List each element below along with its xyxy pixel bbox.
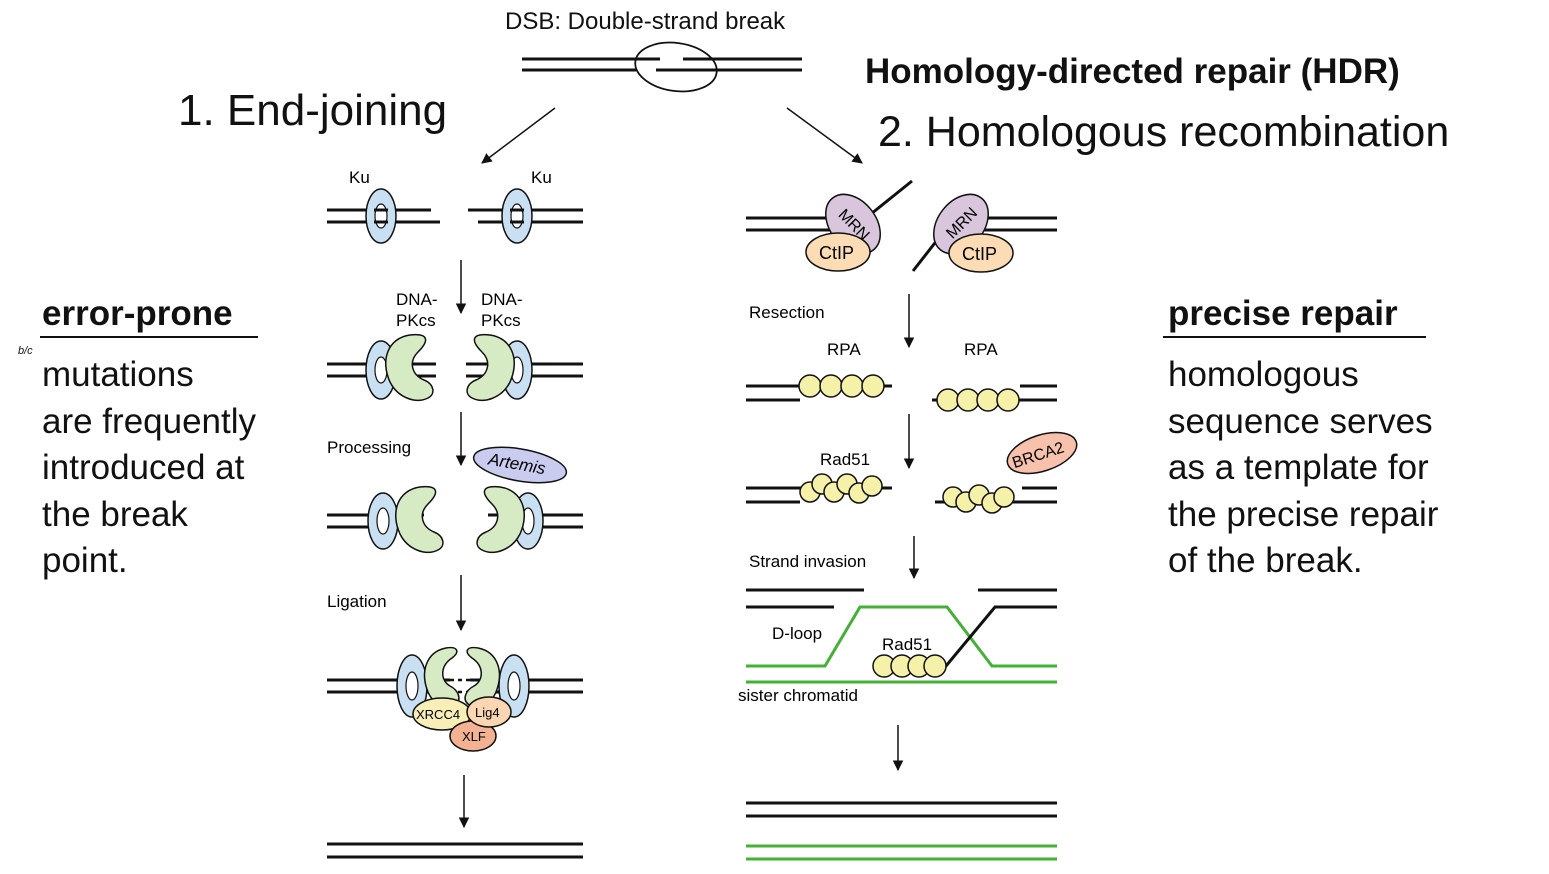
ku-label-left: Ku	[349, 168, 370, 187]
hr-step-rad51: Rad51 BRCA2	[746, 431, 1078, 514]
hr-step-mrn: MRN MRN CtIP CtIP	[746, 179, 1057, 273]
end-joining-title: 1. End-joining	[178, 86, 448, 135]
rad51-label-dloop: Rad51	[882, 635, 932, 654]
artemis-protein	[472, 446, 568, 484]
sister-chromatid-strand	[746, 605, 1057, 668]
dsb-label: DSB: Double-strand break	[505, 8, 786, 35]
ligation-label: Ligation	[327, 592, 387, 611]
lig4-protein	[466, 696, 512, 728]
error-prone-underline	[40, 336, 258, 338]
ctip-protein	[805, 232, 871, 272]
dnapkcs-label-left: DNA- PKcs	[396, 290, 442, 330]
margin-note: b/c	[18, 345, 33, 357]
ctip-protein	[948, 233, 1014, 273]
hr-repaired-dna	[746, 801, 1057, 861]
sister-chromatid-label: sister chromatid	[738, 686, 858, 705]
hr-step-dloop: D-loop Rad51 sister chromatid	[738, 588, 1057, 705]
dnapkcs-protein	[466, 333, 515, 402]
label-line: PKcs	[481, 311, 521, 330]
processing-label: Processing	[327, 438, 411, 457]
xrcc4-label: XRCC4	[416, 707, 460, 722]
dsb-dna	[522, 57, 802, 72]
nhej-step-ku: Ku Ku	[327, 168, 583, 244]
arrow-to-nhej	[481, 107, 556, 164]
nhej-repaired-dna	[327, 842, 583, 859]
resection-label: Resection	[749, 303, 825, 322]
error-prone-body: mutations are frequently introduced at t…	[42, 355, 257, 580]
nhej-step-ligation: Ligation XRCC4 Lig4 XLF	[327, 592, 583, 752]
break-circle	[634, 41, 718, 93]
brca2-protein	[1006, 431, 1078, 475]
strand-invasion-label: Strand invasion	[749, 552, 866, 571]
ctip-label-right: CtIP	[962, 244, 997, 264]
ctip-label-left: CtIP	[819, 243, 854, 263]
xlf-label: XLF	[462, 729, 486, 744]
nhej-step-processing: Processing Artemis	[327, 438, 583, 554]
rad51-label-top: Rad51	[820, 450, 870, 469]
error-prone-heading: error-prone	[42, 294, 233, 333]
nhej-step-dnapkcs: DNA- PKcs DNA- PKcs	[327, 290, 583, 402]
dloop-label: D-loop	[772, 624, 822, 643]
label-line: PKcs	[396, 311, 436, 330]
arrow-to-hr	[786, 107, 863, 164]
precise-repair-heading: precise repair	[1168, 294, 1398, 333]
precise-repair-body: homologous sequence serves as a template…	[1168, 355, 1439, 580]
hdr-title: Homology-directed repair (HDR)	[865, 52, 1400, 91]
dnapkcs-label-right: DNA- PKcs	[481, 290, 527, 330]
dnapkcs-protein	[385, 333, 434, 402]
homologous-recombination-title: 2. Homologous recombination	[878, 108, 1450, 156]
rpa-label-left: RPA	[827, 340, 861, 359]
precise-repair-underline	[1163, 336, 1426, 338]
lig4-label: Lig4	[475, 705, 500, 720]
hr-step-rpa: RPA RPA	[746, 340, 1057, 412]
invading-strand	[939, 605, 1057, 673]
ku-label-right: Ku	[531, 168, 552, 187]
rpa-label-right: RPA	[964, 340, 998, 359]
